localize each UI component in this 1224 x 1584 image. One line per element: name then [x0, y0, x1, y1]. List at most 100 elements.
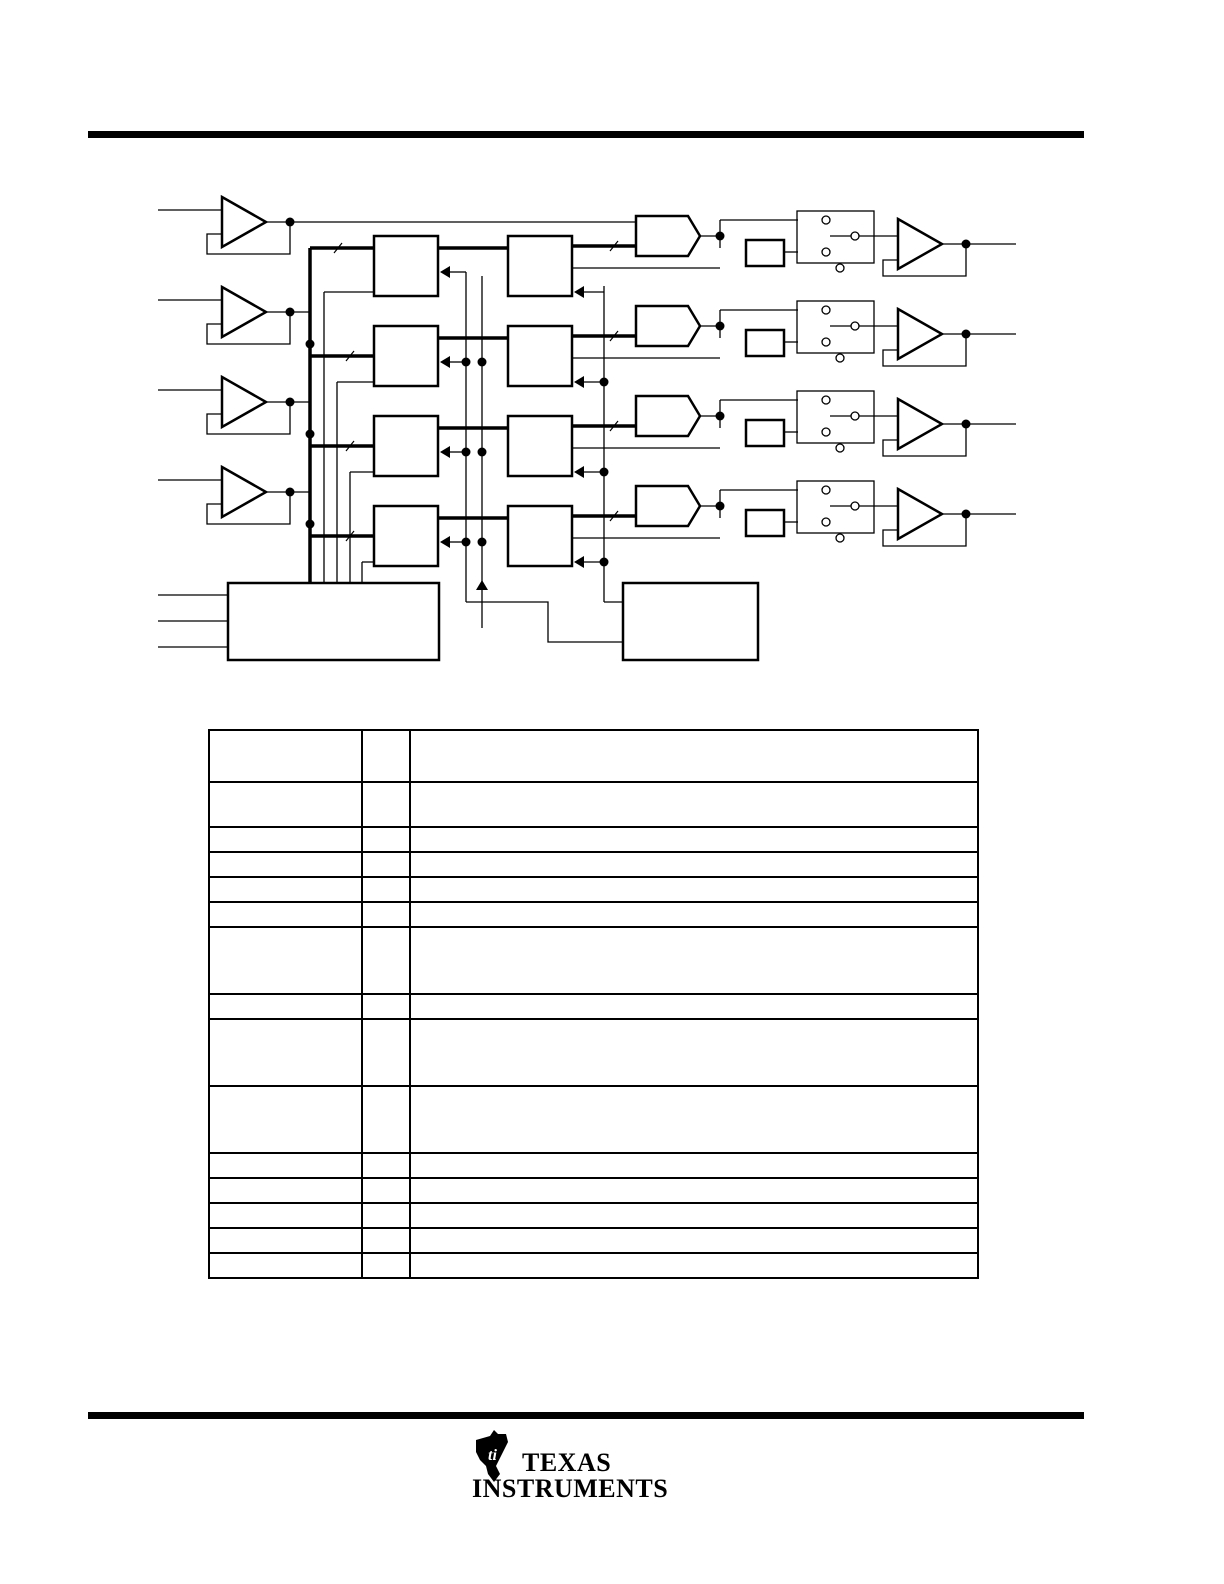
switch-block	[796, 480, 875, 534]
terminal-name-cell	[208, 729, 363, 783]
switch-contact	[850, 501, 860, 511]
arrow-icon	[574, 286, 584, 298]
table-row	[208, 1085, 979, 1154]
dac-register-block	[506, 414, 574, 478]
switch-contact	[835, 533, 845, 543]
logo-word-texas: TEXAS	[522, 1448, 612, 1477]
terminal-io-cell	[361, 729, 411, 783]
delay-block	[744, 508, 786, 538]
terminal-description-cell	[409, 1085, 979, 1154]
header-rule	[88, 131, 1084, 138]
switch-contact	[821, 395, 831, 405]
terminal-name-cell	[208, 1202, 363, 1229]
table-row	[208, 729, 979, 783]
input-buffer-amplifier	[220, 194, 269, 250]
terminal-description-cell	[409, 901, 979, 928]
switch-contact	[835, 353, 845, 363]
control-route	[466, 601, 624, 643]
feedback-wire	[882, 334, 967, 367]
terminal-io-cell	[361, 1085, 411, 1154]
switch-contact	[821, 517, 831, 527]
feedback-wire	[206, 492, 291, 525]
arrow-icon	[574, 466, 584, 478]
switch-contact	[835, 263, 845, 273]
dac-register-block	[506, 504, 574, 568]
terminal-io-cell	[361, 1227, 411, 1254]
terminal-io-cell	[361, 851, 411, 878]
terminal-name-cell	[208, 781, 363, 828]
table-row	[208, 826, 979, 853]
bus-width-slash	[609, 420, 619, 432]
terminal-name-cell	[208, 901, 363, 928]
arrow-icon	[440, 266, 450, 278]
terminal-description-cell	[409, 826, 979, 853]
bus-width-slash	[333, 242, 343, 254]
ti-state-icon: ti	[476, 1430, 508, 1482]
bus-width-slash	[609, 240, 619, 252]
table-row	[208, 1227, 979, 1254]
footer-rule	[88, 1412, 1084, 1419]
table-row	[208, 1252, 979, 1279]
terminal-description-cell	[409, 729, 979, 783]
terminal-io-cell	[361, 1202, 411, 1229]
switch-block	[796, 300, 875, 354]
bus-width-slash	[345, 530, 355, 542]
delay-block	[744, 238, 786, 268]
terminal-description-cell	[409, 1252, 979, 1279]
terminal-functions-table	[208, 729, 979, 1279]
delay-block	[744, 328, 786, 358]
terminal-io-cell	[361, 1152, 411, 1179]
logo-word-instruments: INSTRUMENTS	[472, 1474, 669, 1503]
terminal-name-cell	[208, 1177, 363, 1204]
table-row	[208, 901, 979, 928]
delay-block	[744, 418, 786, 448]
bus-width-slash	[609, 330, 619, 342]
comparator-block	[634, 394, 702, 438]
input-latch-block	[372, 324, 440, 388]
terminal-name-cell	[208, 926, 363, 995]
terminal-description-cell	[409, 926, 979, 995]
terminal-name-cell	[208, 1252, 363, 1279]
terminal-io-cell	[361, 901, 411, 928]
table-row	[208, 876, 979, 903]
control-logic-block	[226, 581, 441, 662]
bus-width-slash	[609, 510, 619, 522]
output-buffer-amplifier	[896, 216, 945, 272]
terminal-name-cell	[208, 1152, 363, 1179]
feedback-wire	[882, 244, 967, 277]
texas-instruments-logo: ti TEXAS INSTRUMENTS	[470, 1430, 680, 1504]
feedback-wire	[206, 222, 291, 255]
switch-contact	[821, 247, 831, 257]
bus-width-slash	[345, 350, 355, 362]
terminal-description-cell	[409, 1227, 979, 1254]
dac-register-block	[506, 234, 574, 298]
arrow-icon	[440, 356, 450, 368]
table-row	[208, 926, 979, 995]
table-row	[208, 851, 979, 878]
table-row	[208, 1152, 979, 1179]
switch-contact	[850, 321, 860, 331]
arrow-icon	[476, 580, 488, 590]
input-latch-block	[372, 504, 440, 568]
switch-contact	[821, 337, 831, 347]
terminal-name-cell	[208, 1018, 363, 1087]
feedback-wire	[882, 424, 967, 457]
switch-contact	[821, 305, 831, 315]
arrow-icon	[574, 376, 584, 388]
reference-block	[621, 581, 760, 662]
terminal-io-cell	[361, 1177, 411, 1204]
terminal-io-cell	[361, 1018, 411, 1087]
table-row	[208, 1177, 979, 1204]
terminal-name-cell	[208, 1227, 363, 1254]
bus-width-slash	[345, 440, 355, 452]
switch-contact	[850, 411, 860, 421]
terminal-io-cell	[361, 826, 411, 853]
input-buffer-amplifier	[220, 464, 269, 520]
output-buffer-amplifier	[896, 396, 945, 452]
terminal-io-cell	[361, 993, 411, 1020]
terminal-description-cell	[409, 1152, 979, 1179]
arrow-icon	[440, 536, 450, 548]
switch-block	[796, 210, 875, 264]
junction-dot	[305, 339, 315, 349]
input-latch-block	[372, 414, 440, 478]
